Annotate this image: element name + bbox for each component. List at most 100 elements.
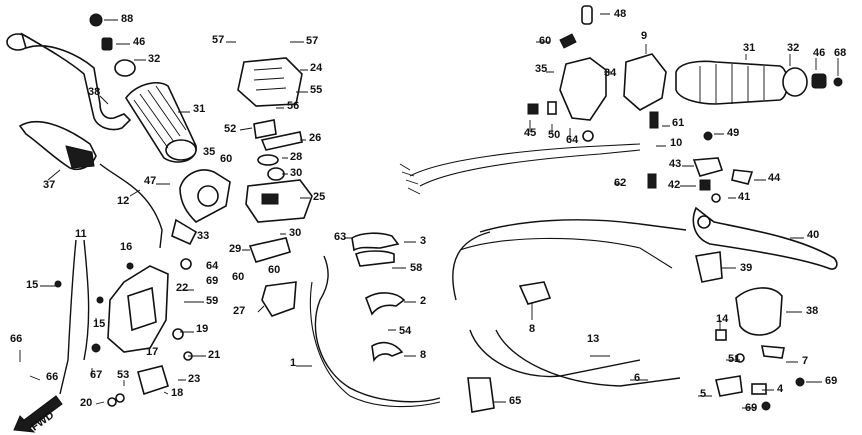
master-cylinder-assy[interactable]: [107, 265, 193, 396]
callout-69a: 69: [206, 275, 218, 287]
lever-small-parts: [647, 157, 754, 283]
callout-46b: 46: [813, 47, 825, 59]
callout-68: 68: [834, 47, 846, 59]
front-brake-lever[interactable]: [6, 32, 132, 131]
callout-66a: 66: [10, 333, 22, 345]
callout-44: 44: [768, 172, 781, 184]
callout-67: 67: [90, 369, 102, 381]
callout-42: 42: [668, 179, 680, 191]
callout-49: 49: [727, 127, 739, 139]
throttle-housing[interactable]: [171, 169, 231, 246]
callout-38b: 38: [806, 305, 818, 317]
callout-32b: 32: [787, 42, 799, 54]
callout-34: 34: [604, 67, 617, 79]
callout-61: 61: [672, 117, 684, 129]
callout-57a: 57: [212, 34, 224, 46]
callout-45: 45: [524, 127, 536, 139]
callout-54: 54: [399, 325, 412, 337]
grip-left[interactable]: [125, 82, 197, 163]
lever-cover-38[interactable]: [735, 287, 783, 336]
callout-63: 63: [334, 231, 346, 243]
switch-small-parts: [248, 119, 303, 317]
callout-26: 26: [309, 132, 321, 144]
callout-69c: 69: [745, 402, 757, 414]
callout-1: 1: [290, 357, 296, 369]
throttle-cable-1: [309, 255, 441, 408]
callout-31a: 31: [193, 103, 205, 115]
handlebar-clamp: [18, 120, 97, 171]
callout-38: 38: [88, 86, 100, 98]
switch-housing-upper[interactable]: [237, 57, 303, 107]
callout-8a: 8: [420, 349, 426, 361]
callout-20: 20: [80, 397, 92, 409]
callout-13: 13: [587, 333, 599, 345]
callout-62: 62: [614, 177, 626, 189]
callout-22: 22: [176, 282, 188, 294]
callout-88: 88: [121, 13, 133, 25]
callout-28: 28: [290, 151, 302, 163]
callout-8b: 8: [529, 323, 535, 335]
callout-35b: 35: [535, 63, 547, 75]
front-lever-right[interactable]: [692, 206, 838, 270]
callout-48: 48: [614, 8, 626, 20]
callout-60b: 60: [232, 271, 244, 283]
leader-lines: [19, 13, 839, 409]
callout-12: 12: [117, 195, 129, 207]
callout-16: 16: [120, 241, 132, 253]
callout-24: 24: [310, 62, 323, 74]
small-fasteners-left: [54, 258, 192, 407]
callout-41: 41: [738, 191, 750, 203]
callout-10: 10: [670, 137, 682, 149]
callout-55: 55: [310, 84, 322, 96]
callout-19: 19: [196, 323, 208, 335]
callout-30b: 30: [289, 227, 301, 239]
callout-56: 56: [287, 100, 299, 112]
callout-31b: 31: [743, 42, 755, 54]
callout-35a: 35: [203, 146, 215, 158]
switch-housing-lower[interactable]: [245, 179, 313, 223]
callout-32a: 32: [148, 53, 160, 65]
grip-end-weight: [89, 13, 136, 77]
callout-53: 53: [117, 369, 129, 381]
cable-11: [59, 239, 90, 395]
callout-15a: 15: [26, 279, 38, 291]
callout-9: 9: [641, 30, 647, 42]
callout-21: 21: [208, 349, 220, 361]
callout-25: 25: [313, 191, 325, 203]
callout-40: 40: [807, 229, 819, 241]
cable-clamps: [351, 232, 552, 413]
callout-69b: 69: [825, 375, 837, 387]
callout-51: 51: [728, 353, 740, 365]
callout-66b: 66: [46, 371, 58, 383]
callout-50: 50: [548, 129, 560, 141]
callout-64: 64: [206, 260, 219, 272]
right-switch-housing[interactable]: [559, 53, 667, 121]
callout-65: 65: [509, 395, 521, 407]
wire-harness: [399, 143, 641, 195]
clutch-cable-12: [99, 163, 163, 249]
callout-2: 2: [420, 295, 426, 307]
callout-27: 27: [233, 305, 245, 317]
brake-cable-main: [452, 219, 687, 387]
callout-7: 7: [802, 355, 808, 367]
callout-60d: 60: [539, 35, 551, 47]
right-top-fasteners: [527, 5, 713, 142]
grip-right[interactable]: [675, 60, 843, 105]
callout-15b: 15: [93, 318, 105, 330]
callout-59: 59: [206, 295, 218, 307]
callout-52: 52: [224, 123, 236, 135]
callout-57b: 57: [306, 35, 318, 47]
callout-47: 47: [144, 175, 156, 187]
callout-58: 58: [410, 262, 422, 274]
callout-33: 33: [197, 230, 209, 242]
callout-3: 3: [420, 235, 426, 247]
right-lower-parts: [715, 329, 805, 411]
callout-17: 17: [146, 346, 158, 358]
callout-11: 11: [75, 228, 87, 240]
callout-39: 39: [740, 262, 752, 274]
callout-60c: 60: [268, 264, 280, 276]
callout-18: 18: [171, 387, 183, 399]
callout-37: 37: [43, 179, 55, 191]
